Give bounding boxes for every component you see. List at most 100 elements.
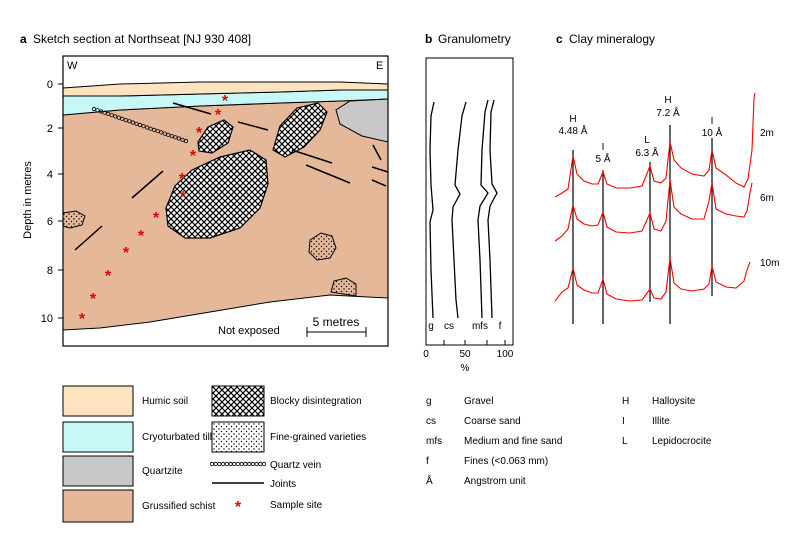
sample-label-6m: 6m: [760, 193, 774, 204]
depth-tick-8: 8: [47, 265, 53, 277]
fine-grained-bottom: [330, 277, 357, 297]
legend-sample-site: * Sample site: [235, 499, 323, 516]
xrd-trace-10m: [554, 257, 751, 302]
peak-i-10-value: 10 Å: [702, 126, 723, 139]
east-label: E: [376, 60, 383, 72]
scale-bar-label: 5 metres: [313, 315, 360, 329]
sample-star: *: [105, 268, 112, 285]
peak-lines: [572, 125, 713, 324]
depth-tick-2: 2: [47, 123, 53, 135]
x-unit: %: [461, 363, 470, 374]
col-cs: cs: [444, 321, 454, 332]
section-diagram: ************ W E 0 2 4 6 8 10 Depth in m…: [22, 55, 389, 347]
vein-bead: [120, 116, 125, 121]
peak-h-7-2-mineral: H: [664, 95, 671, 106]
sample-star: *: [180, 189, 187, 206]
xrd-trace-6m: [554, 179, 753, 242]
sample-star: *: [123, 245, 130, 262]
west-label: W: [67, 60, 78, 72]
vein-bead: [239, 461, 244, 467]
schist-label: Grussified schist: [142, 501, 216, 512]
vein-bead: [228, 461, 233, 467]
vein-bead: [127, 119, 132, 124]
till-label: Cryoturbated till: [142, 432, 212, 443]
key-i-desc: Illite: [652, 416, 670, 427]
vein-bead: [141, 124, 146, 129]
vein-bead: [243, 461, 248, 467]
panel-a-title-text: Sketch section at Northseat [NJ 930 408]: [33, 32, 251, 46]
vein-bead: [247, 461, 252, 467]
legend: Humic soil Cryoturbated till Quartzite G…: [62, 385, 712, 523]
blocky-body-small: [197, 119, 234, 154]
vein-bead: [180, 137, 185, 142]
depth-tick-4: 4: [47, 169, 53, 181]
vein-bead: [261, 461, 267, 467]
panel-b-title: b Granulometry: [425, 32, 511, 46]
vein-bead: [258, 461, 263, 467]
joints-label: Joints: [270, 479, 296, 490]
depth-tick-0: 0: [47, 79, 53, 91]
fine-grained-label: Fine-grained varieties: [270, 432, 366, 443]
depth-axis-label: Depth in metres: [22, 161, 34, 239]
panel-c-letter: c: [556, 32, 563, 46]
clay-xrd-chart: H 4.48 Å I 5 Å L 6.3 Å H 7.2 Å I 10 Å 2m…: [554, 92, 779, 324]
panel-a-title: a Sketch section at Northseat [NJ 930 40…: [20, 32, 251, 46]
panel-c-title: c Clay mineralogy: [556, 32, 655, 46]
panel-a-letter: a: [20, 32, 27, 46]
blocky-swatch: [211, 385, 265, 417]
key-mfs-code: mfs: [426, 436, 442, 447]
till-swatch: [62, 421, 134, 453]
vein-bead: [250, 461, 255, 467]
key-h-desc: Halloysite: [652, 396, 696, 407]
legend-joints: Joints: [212, 479, 296, 490]
blocky-body-right: [272, 102, 328, 158]
peak-i-5-value: 5 Å: [595, 152, 610, 165]
sample-site-swatch: *: [235, 499, 242, 516]
fine-grained-swatch: [211, 421, 265, 453]
sample-star: *: [222, 93, 229, 110]
peak-i-5-mineral: I: [602, 142, 605, 153]
curve-gravel: [429, 101, 435, 319]
curve-coarse-sand: [451, 101, 467, 319]
vein-bead: [173, 135, 178, 140]
vein-bead: [130, 120, 135, 125]
key-g-desc: Gravel: [464, 396, 493, 407]
vein-bead: [159, 130, 164, 135]
sample-star: *: [190, 148, 197, 165]
vein-bead: [221, 461, 226, 467]
vein-bead: [123, 118, 128, 123]
vein-bead: [176, 136, 181, 141]
panel-c-title-text: Clay mineralogy: [569, 32, 655, 46]
panel-b-title-text: Granulometry: [438, 32, 511, 46]
depth-axis: 0 2 4 6 8 10 Depth in metres: [22, 79, 63, 325]
legend-fine-grained: Fine-grained varieties: [211, 421, 366, 453]
legend-cryoturbated-till: Cryoturbated till: [62, 421, 212, 453]
blocky-label: Blocky disintegration: [270, 396, 362, 407]
col-f: f: [499, 321, 502, 332]
legend-humic-soil: Humic soil: [62, 385, 188, 417]
curve-mfs: [477, 99, 489, 319]
sample-star: *: [196, 125, 203, 142]
key-cs-code: cs: [426, 416, 436, 427]
vein-bead: [99, 109, 104, 114]
peak-l-6-3-mineral: L: [644, 135, 650, 146]
vein-bead: [232, 461, 237, 467]
vein-bead: [109, 113, 114, 118]
vein-bead: [95, 108, 100, 113]
schist-swatch: [62, 489, 134, 523]
xrd-trace-2m: [554, 92, 756, 198]
granulometry-key: g Gravel cs Coarse sand mfs Medium and f…: [426, 396, 562, 487]
legend-grussified-schist: Grussified schist: [62, 489, 216, 523]
legend-quartzite: Quartzite: [62, 455, 183, 487]
vein-bead: [183, 138, 189, 144]
curve-fines: [487, 99, 498, 319]
sample-label-2m: 2m: [760, 128, 774, 139]
col-g: g: [428, 321, 434, 332]
legend-quartz-vein: Quartz vein: [209, 460, 321, 471]
quartzite-label: Quartzite: [142, 466, 183, 477]
vein-bead: [166, 132, 171, 137]
peak-l-6-3-value: 6.3 Å: [635, 146, 659, 159]
vein-bead: [113, 114, 118, 119]
fine-grained-mid: [308, 232, 337, 261]
xrd-traces: [554, 92, 756, 302]
